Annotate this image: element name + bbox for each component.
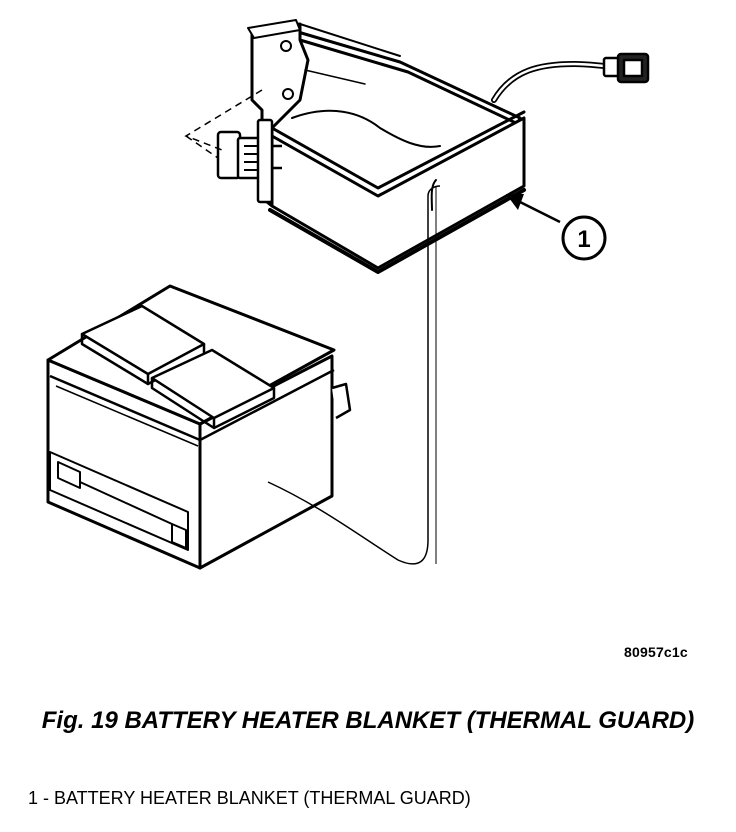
heater-cord <box>491 60 609 103</box>
clamp-assembly <box>216 118 282 204</box>
callout-1-leader <box>519 200 561 224</box>
battery <box>46 284 352 570</box>
alignment-lines <box>184 89 263 159</box>
figure-code: 80957c1c <box>624 644 688 660</box>
connector-plug <box>602 52 650 84</box>
figure-caption: Fig. 19 BATTERY HEATER BLANKET (THERMAL … <box>41 707 695 734</box>
heater-blanket <box>247 19 526 274</box>
callout-1-number: 1 <box>577 226 590 253</box>
battery-heater-illustration: 1 <box>46 19 650 570</box>
callout-1: 1 <box>506 194 607 261</box>
legend: 1 - BATTERY HEATER BLANKET (THERMAL GUAR… <box>28 788 471 809</box>
callout-1-arrowhead <box>506 194 524 210</box>
legend-item: 1 - BATTERY HEATER BLANKET (THERMAL GUAR… <box>28 788 471 808</box>
install-guide-line <box>267 185 441 565</box>
callout-1-circle <box>561 215 607 261</box>
